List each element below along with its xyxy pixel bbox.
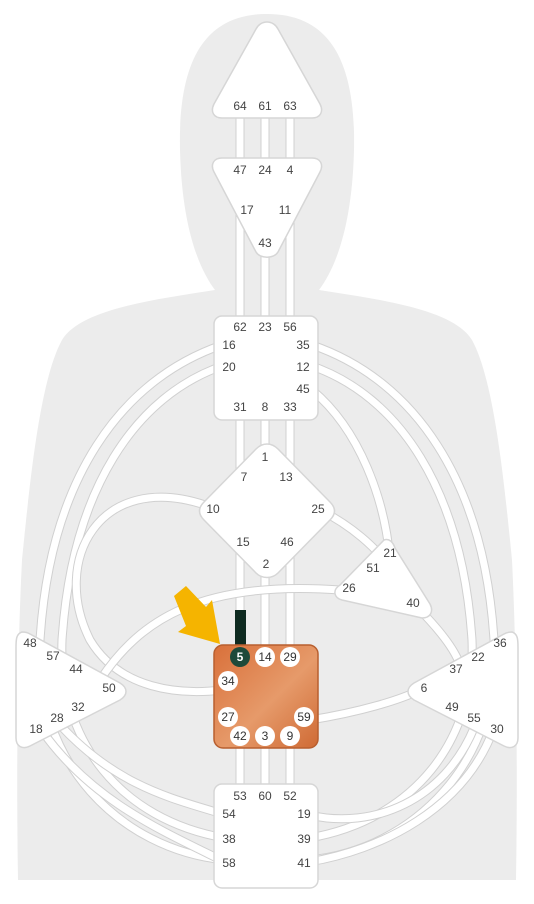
gate-17: 17 — [240, 203, 254, 217]
gate-11: 11 — [279, 203, 292, 217]
gate-43: 43 — [258, 236, 272, 250]
gate-32: 32 — [71, 700, 85, 714]
gate-29-marker — [280, 647, 300, 667]
gate-25: 25 — [311, 502, 325, 516]
center-spleen — [15, 631, 127, 749]
gate-23: 23 — [258, 320, 272, 334]
center-head — [211, 21, 323, 119]
gate-33: 33 — [283, 400, 297, 414]
gate-26: 26 — [342, 581, 356, 595]
gate-4: 4 — [287, 163, 294, 177]
gate-9-marker — [280, 726, 300, 746]
gate-38: 38 — [222, 832, 236, 846]
gate-56: 56 — [283, 320, 297, 334]
gate-53: 53 — [233, 789, 247, 803]
gate-47: 47 — [233, 163, 247, 177]
gate-44: 44 — [69, 662, 83, 676]
center-throat — [213, 315, 319, 421]
gate-14-marker — [255, 647, 275, 667]
gate-36: 36 — [493, 636, 507, 650]
gate-57: 57 — [46, 649, 60, 663]
gate-63: 63 — [283, 99, 297, 113]
gate-27: 27 — [221, 710, 235, 724]
gate-labels: 64 61 63 47 24 4 17 11 43 62 23 56 16 35… — [23, 99, 507, 870]
gate-1: 1 — [262, 450, 269, 464]
center-heart — [334, 538, 433, 619]
gate-20: 20 — [222, 360, 236, 374]
gate-2: 2 — [263, 557, 270, 571]
gate-3-marker — [255, 726, 275, 746]
gate-10: 10 — [206, 502, 220, 516]
arrow-pointer-icon — [174, 586, 220, 644]
gate-40: 40 — [406, 596, 420, 610]
gate-48: 48 — [23, 636, 37, 650]
gate-9: 9 — [287, 729, 294, 743]
gate-6: 6 — [421, 681, 428, 695]
gate-5: 5 — [237, 650, 244, 664]
centers — [15, 21, 519, 889]
center-root — [213, 783, 319, 889]
gate-59-marker — [294, 707, 314, 727]
gate-28: 28 — [50, 711, 64, 725]
gate-3: 3 — [262, 729, 269, 743]
gate-58: 58 — [222, 856, 236, 870]
gate-18: 18 — [29, 722, 43, 736]
gate-14: 14 — [258, 650, 272, 664]
gate-55: 55 — [467, 711, 481, 725]
gate-29: 29 — [283, 650, 297, 664]
center-sacral — [213, 644, 319, 749]
center-ajna — [211, 157, 323, 258]
gate-31: 31 — [233, 400, 247, 414]
gate-19: 19 — [297, 807, 311, 821]
center-g — [198, 443, 336, 579]
gate-34: 34 — [221, 674, 235, 688]
gate-64: 64 — [233, 99, 247, 113]
gate-7: 7 — [241, 470, 248, 484]
gate-24: 24 — [258, 163, 272, 177]
gate-42-marker — [230, 726, 250, 746]
gate-35: 35 — [296, 338, 310, 352]
gate-37: 37 — [449, 662, 463, 676]
gate-41: 41 — [297, 856, 311, 870]
gate-27-marker — [218, 707, 238, 727]
gate-21: 21 — [383, 546, 397, 560]
gate-51: 51 — [366, 561, 380, 575]
gate-59: 59 — [297, 710, 311, 724]
gate-54: 54 — [222, 807, 236, 821]
gate-45: 45 — [296, 382, 310, 396]
gate-8: 8 — [262, 400, 269, 414]
gate-16: 16 — [222, 338, 236, 352]
gate-34-marker — [218, 671, 238, 691]
gate-60: 60 — [258, 789, 272, 803]
gate-52: 52 — [283, 789, 297, 803]
gate-46: 46 — [280, 535, 294, 549]
gate-13: 13 — [279, 470, 293, 484]
gate-39: 39 — [297, 832, 311, 846]
gate-62: 62 — [233, 320, 247, 334]
gate-12: 12 — [296, 360, 310, 374]
gate-22: 22 — [471, 650, 485, 664]
gate-50: 50 — [102, 681, 116, 695]
active-channel-bar — [235, 610, 246, 648]
gate-61: 61 — [258, 99, 272, 113]
gate-42: 42 — [233, 729, 247, 743]
gate-5-marker — [230, 647, 250, 667]
center-solar-plexus — [407, 631, 519, 749]
gate-30: 30 — [490, 722, 504, 736]
gate-49: 49 — [445, 700, 459, 714]
gate-15: 15 — [236, 535, 250, 549]
